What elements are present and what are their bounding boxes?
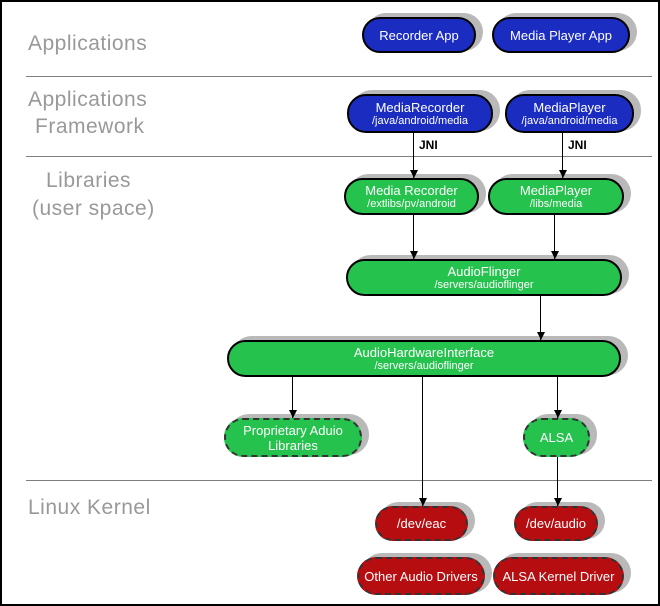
node-title: /dev/audio xyxy=(526,516,586,531)
node-title: /dev/eac xyxy=(396,516,447,531)
node-dev-eac: /dev/eac xyxy=(375,506,468,541)
layer-label-libraries-line1: Libraries xyxy=(46,169,132,192)
node-path: /extlibs/pv/android xyxy=(367,197,456,210)
layer-label-applications: Applications xyxy=(28,32,148,55)
arrowhead-icon xyxy=(288,410,297,418)
node-title: Recorder App xyxy=(379,27,459,43)
arrowhead-icon xyxy=(409,170,418,178)
node-title: AudioFlinger xyxy=(447,263,521,279)
node-alsa: ALSA xyxy=(523,418,590,457)
arrowhead-icon xyxy=(536,332,545,340)
node-audioflinger: AudioFlinger /servers/audioflinger xyxy=(346,259,622,296)
arrowhead-icon xyxy=(409,251,418,259)
node-title-line1: Proprietary Aduio xyxy=(243,422,343,438)
node-path: /java/android/media xyxy=(521,114,618,127)
arrowhead-icon xyxy=(558,170,567,178)
arrow-mediaplayer-lib-to-audioflinger xyxy=(550,215,559,259)
arrowhead-icon xyxy=(418,498,427,506)
node-media-recorder-library: Media Recorder /extlibs/pv/android xyxy=(344,178,479,215)
node-dev-audio: /dev/audio xyxy=(514,506,598,541)
node-proprietary-audio-libraries: Proprietary Aduio Libraries xyxy=(224,418,362,457)
node-mediaplayer-framework: MediaPlayer /java/android/media xyxy=(505,94,634,133)
jni-edge-label-right: JNI xyxy=(568,138,587,152)
arrow-ahi-to-alsa xyxy=(553,377,562,418)
divider-libraries-kernel xyxy=(26,480,652,481)
node-path: /servers/audioflinger xyxy=(374,359,474,372)
node-path: /java/android/media xyxy=(371,114,468,127)
node-title: Media Recorder xyxy=(365,182,458,198)
arrow-media-recorder-lib-to-audioflinger xyxy=(409,215,418,259)
layer-label-framework-line1: Applications xyxy=(28,88,148,111)
divider-applications-framework xyxy=(26,76,652,77)
arrow-ahi-to-proprietary-libraries xyxy=(288,377,297,418)
node-media-player-app: Media Player App xyxy=(492,17,630,53)
arrowhead-icon xyxy=(553,410,562,418)
arrow-mediaplayer-to-mediaplayer-lib xyxy=(558,133,567,178)
arrow-mediarecorder-to-media-recorder-lib xyxy=(409,133,418,178)
node-alsa-kernel-driver: ALSA Kernel Driver xyxy=(493,557,624,595)
jni-edge-label-left: JNI xyxy=(419,138,438,152)
node-mediarecorder-framework: MediaRecorder /java/android/media xyxy=(347,94,493,133)
arrow-alsa-to-dev-audio xyxy=(553,457,562,506)
arrow-ahi-to-dev-eac xyxy=(418,377,427,506)
node-other-audio-drivers: Other Audio Drivers xyxy=(357,557,485,595)
arrow-audioflinger-to-audiohardwareinterface xyxy=(536,296,545,340)
node-path: /libs/media xyxy=(529,197,583,210)
node-title: AudioHardwareInterface xyxy=(353,344,495,360)
arrowhead-icon xyxy=(550,251,559,259)
node-title: MediaPlayer xyxy=(519,182,593,198)
layer-label-linux-kernel: Linux Kernel xyxy=(28,496,151,519)
node-audiohardwareinterface: AudioHardwareInterface /servers/audiofli… xyxy=(227,340,621,377)
divider-framework-libraries xyxy=(26,156,652,157)
node-title: ALSA Kernel Driver xyxy=(502,568,615,584)
layer-label-libraries-line2: (user space) xyxy=(32,197,155,220)
arrowhead-icon xyxy=(553,498,562,506)
node-title: Other Audio Drivers xyxy=(364,568,478,584)
node-title: Media Player App xyxy=(510,27,612,43)
node-title: ALSA xyxy=(539,430,574,445)
node-path: /servers/audioflinger xyxy=(434,278,534,291)
node-title: MediaPlayer xyxy=(533,99,606,115)
node-title-line2: Libraries xyxy=(268,437,318,453)
node-mediaplayer-library: MediaPlayer /libs/media xyxy=(488,178,624,215)
layer-label-framework-line2: Framework xyxy=(35,115,145,138)
node-title: MediaRecorder xyxy=(375,99,465,115)
node-recorder-app: Recorder App xyxy=(362,17,476,53)
